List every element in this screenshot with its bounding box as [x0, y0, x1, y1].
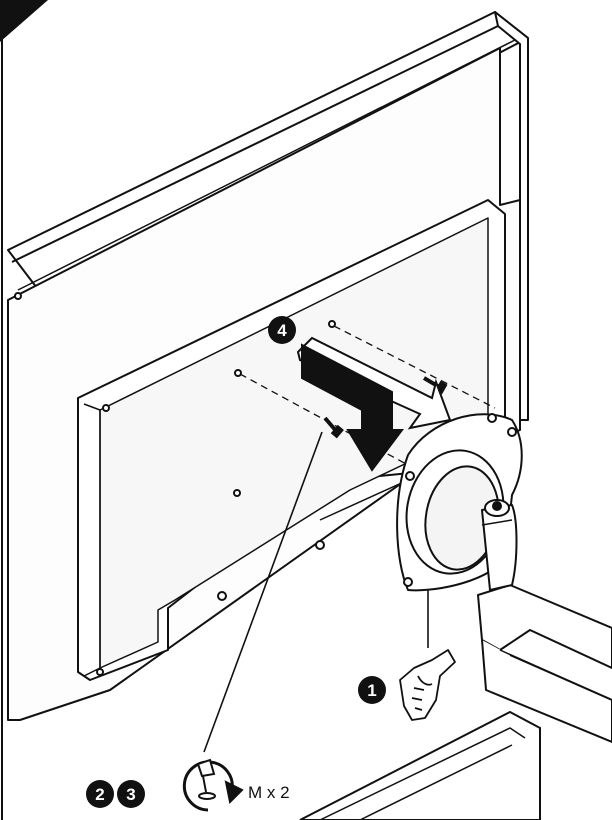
- stand-arm: [477, 584, 612, 743]
- step-2-badge-number: 2: [95, 785, 104, 804]
- step-1-badge-number: 1: [367, 681, 376, 700]
- hand-hold-icon: [399, 649, 456, 721]
- step-4-badge: 4: [268, 316, 296, 344]
- step-4-badge-number: 4: [277, 321, 287, 340]
- corner-marker: [0, 0, 48, 42]
- screw-spec-label: M x 2: [248, 783, 290, 802]
- step-badges: 1 2 3 4: [86, 316, 386, 808]
- panel-hole: [233, 489, 241, 497]
- panel-hole: [14, 292, 22, 300]
- leader-lines: [203, 431, 429, 753]
- panel-hole: [96, 668, 104, 676]
- step-4-badge-circle: [268, 316, 296, 344]
- panel-hole: [315, 540, 325, 550]
- panel-hole: [328, 320, 336, 328]
- mount-hole: [487, 413, 497, 423]
- mount-hole: [405, 471, 415, 481]
- step-3-badge-number: 3: [126, 785, 135, 804]
- mount-hole: [403, 577, 413, 587]
- step-3-badge-circle: [117, 780, 145, 808]
- screwdriver-rotate-icon: [182, 758, 244, 812]
- step-2-badge: 2: [86, 780, 114, 808]
- step-1-badge-circle: [358, 676, 386, 704]
- monitor: [7, 11, 529, 721]
- step-2-badge-circle: [86, 780, 114, 808]
- step-1-badge: 1: [358, 676, 386, 704]
- panel-hole: [217, 591, 227, 601]
- panel-hole: [234, 369, 242, 377]
- monitor-edge-bottom: [299, 710, 541, 820]
- insert-arrow-icon: [296, 336, 452, 472]
- mount-hole: [507, 427, 517, 437]
- panel-hole: [102, 404, 110, 412]
- vesa-mount: [396, 413, 523, 592]
- screw: [323, 416, 344, 439]
- step-3-badge: 3: [117, 780, 145, 808]
